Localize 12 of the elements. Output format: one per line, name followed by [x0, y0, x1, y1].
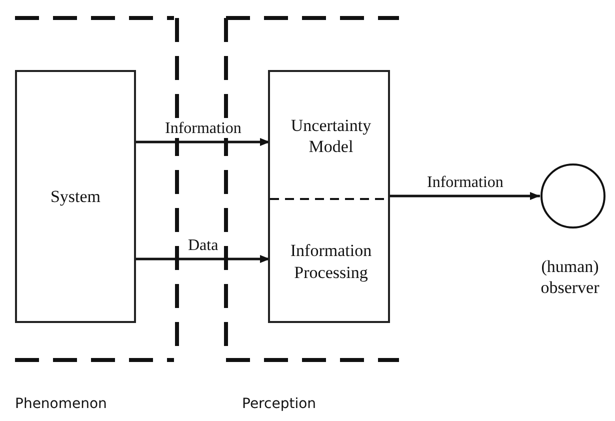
- arrow: [390, 192, 540, 200]
- box-label: System: [50, 186, 101, 208]
- node-caption: (human) observer: [540, 256, 600, 298]
- arrow: [136, 138, 270, 146]
- region-label: Phenomenon: [15, 396, 107, 412]
- process-box: [15, 70, 136, 323]
- edge-label: Information: [164, 120, 242, 138]
- container-box: [268, 70, 390, 323]
- region-label: Perception: [242, 396, 316, 412]
- arrow: [136, 255, 270, 263]
- section-label: Uncertainty Model: [290, 114, 372, 158]
- section-label: Information Processing: [289, 240, 373, 283]
